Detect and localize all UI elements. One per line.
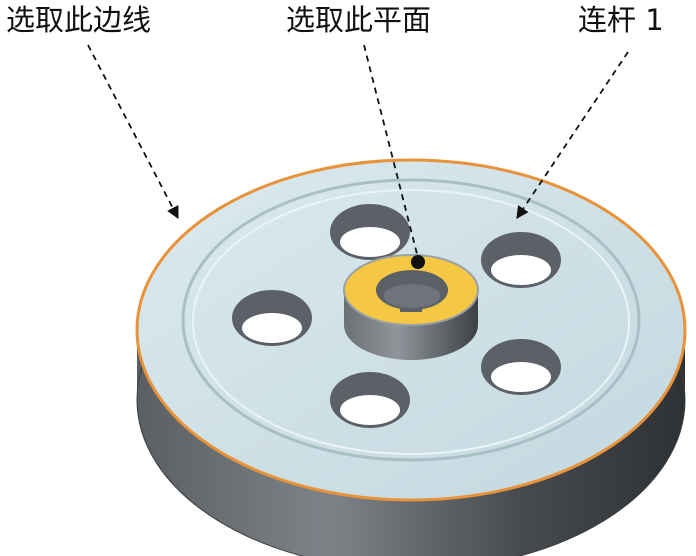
leader-rod xyxy=(516,51,629,220)
hole xyxy=(330,204,410,260)
label-select-face: 选取此平面 xyxy=(286,3,432,37)
face-pick-dot xyxy=(411,255,425,269)
hole xyxy=(330,372,410,428)
inner-groove-inner xyxy=(192,189,630,455)
hole xyxy=(232,290,312,346)
leader-face xyxy=(363,44,419,259)
holes xyxy=(232,204,561,428)
label-select-edge: 选取此边线 xyxy=(6,3,152,37)
inner-groove-outer xyxy=(181,178,641,462)
hole xyxy=(481,339,561,395)
hub xyxy=(343,254,479,360)
hole xyxy=(481,232,561,288)
rim-edge xyxy=(135,158,687,502)
label-connecting-rod: 连杆 1 xyxy=(578,3,664,37)
leader-edge xyxy=(87,44,179,220)
